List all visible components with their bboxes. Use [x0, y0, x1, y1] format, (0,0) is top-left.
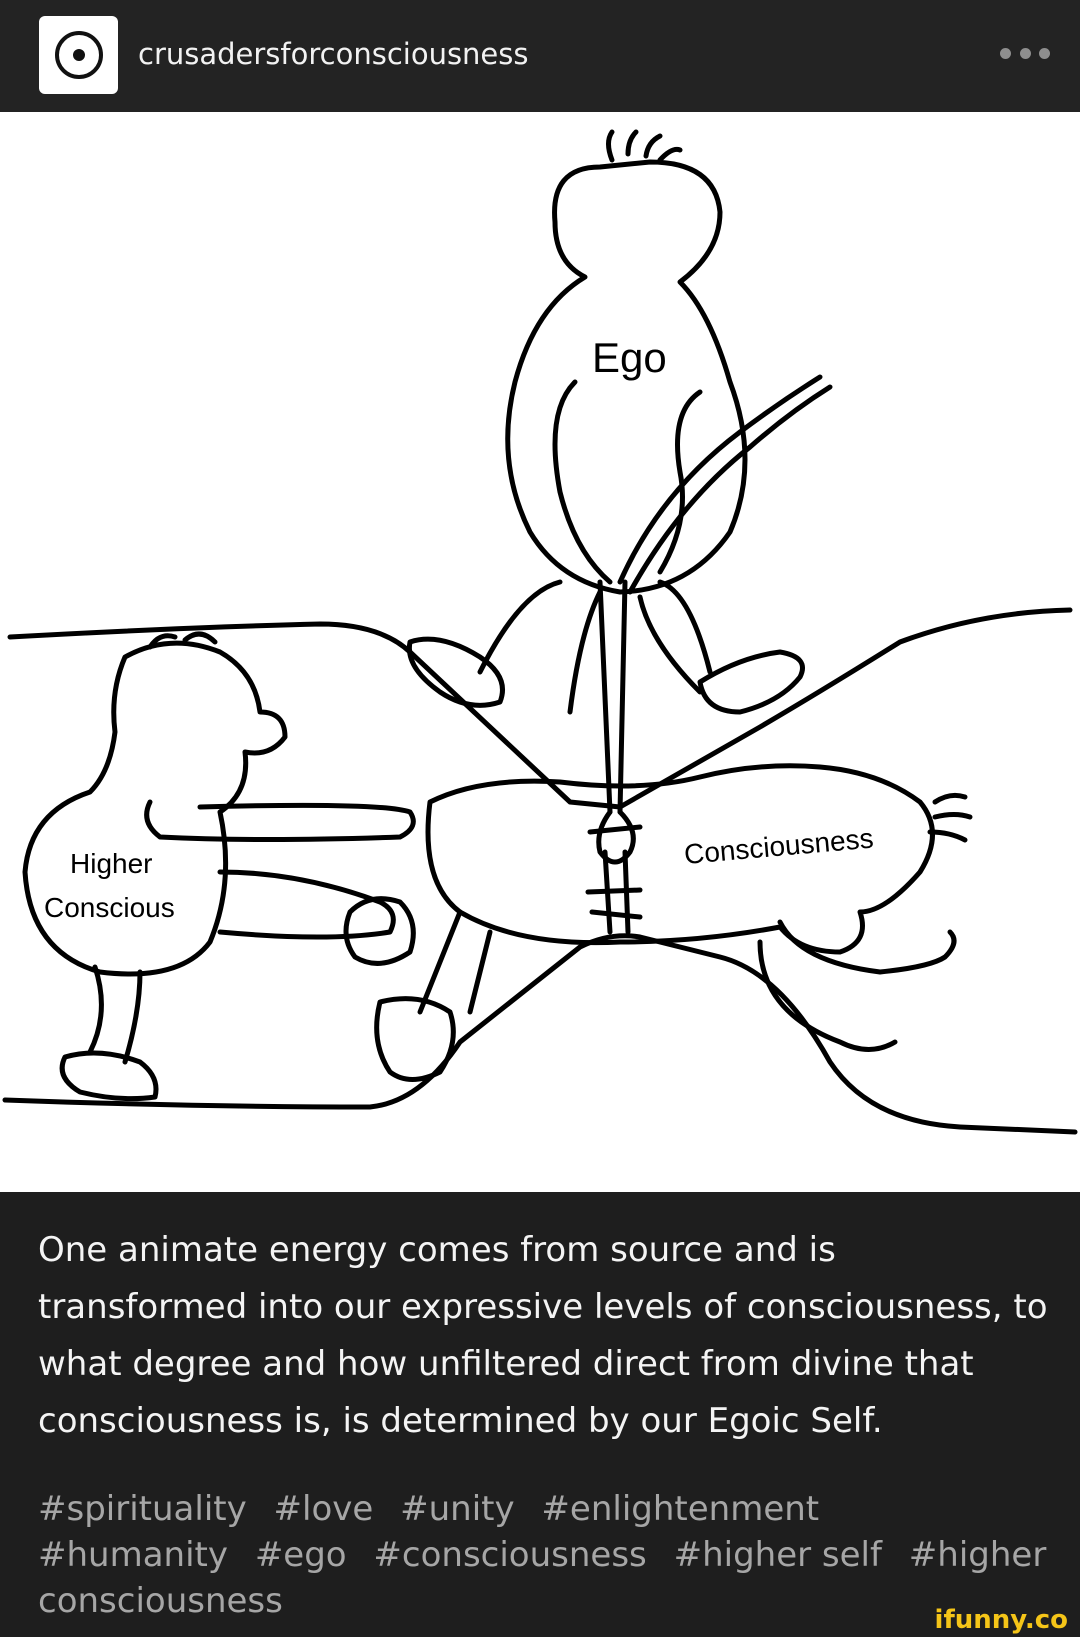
tag-humanity[interactable]: #humanity [38, 1535, 228, 1575]
tag-consciousness[interactable]: #consciousness [373, 1535, 646, 1575]
post-caption: One animate energy comes from source and… [38, 1222, 1048, 1450]
more-dot [1000, 48, 1011, 59]
tag-ego[interactable]: #ego [255, 1535, 347, 1575]
tag-unity[interactable]: #unity [400, 1489, 514, 1529]
ego-label: Ego [592, 334, 667, 381]
more-dot [1039, 48, 1050, 59]
ego-consciousness-illustration: Ego Higher Conscious Consciousness [0, 112, 1080, 1192]
more-horizontal-icon[interactable] [1000, 38, 1050, 68]
post-header: crusadersforconsciousness [0, 0, 1080, 112]
more-dot [1020, 48, 1031, 59]
blog-avatar[interactable] [39, 16, 118, 94]
consciousness-label: Consciousness [683, 823, 875, 870]
higher-conscious-label-1: Higher [70, 848, 152, 879]
tag-enlightenment[interactable]: #enlightenment [541, 1489, 819, 1529]
ifunny-watermark: ifunny.co [931, 1605, 1072, 1635]
circled-dot-icon [51, 27, 107, 83]
tag-list: #spirituality #love #unity #enlightenmen… [38, 1486, 1048, 1637]
tag-love[interactable]: #love [274, 1489, 374, 1529]
higher-conscious-label-2: Conscious [44, 892, 175, 923]
tag-higher-self[interactable]: #higher self [674, 1535, 882, 1575]
tag-spirituality[interactable]: #spirituality [38, 1489, 247, 1529]
post-image[interactable]: Ego Higher Conscious Consciousness [0, 112, 1080, 1192]
blog-name[interactable]: crusadersforconsciousness [138, 34, 529, 74]
